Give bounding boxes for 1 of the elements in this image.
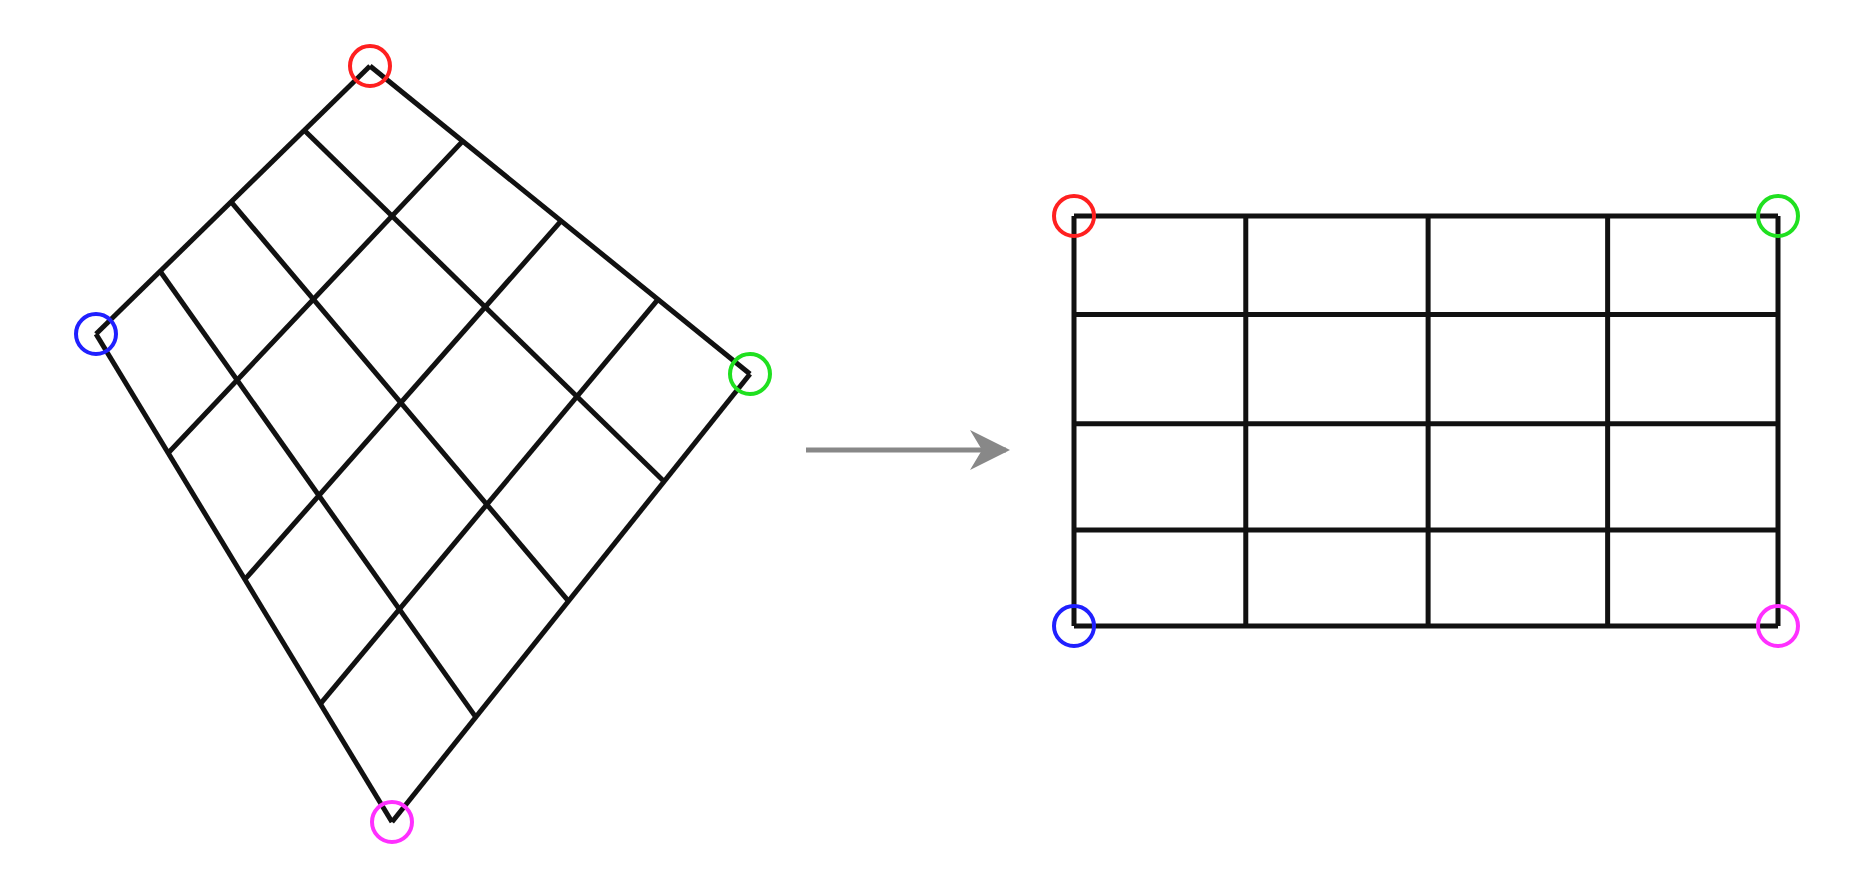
arrow — [806, 430, 1010, 470]
